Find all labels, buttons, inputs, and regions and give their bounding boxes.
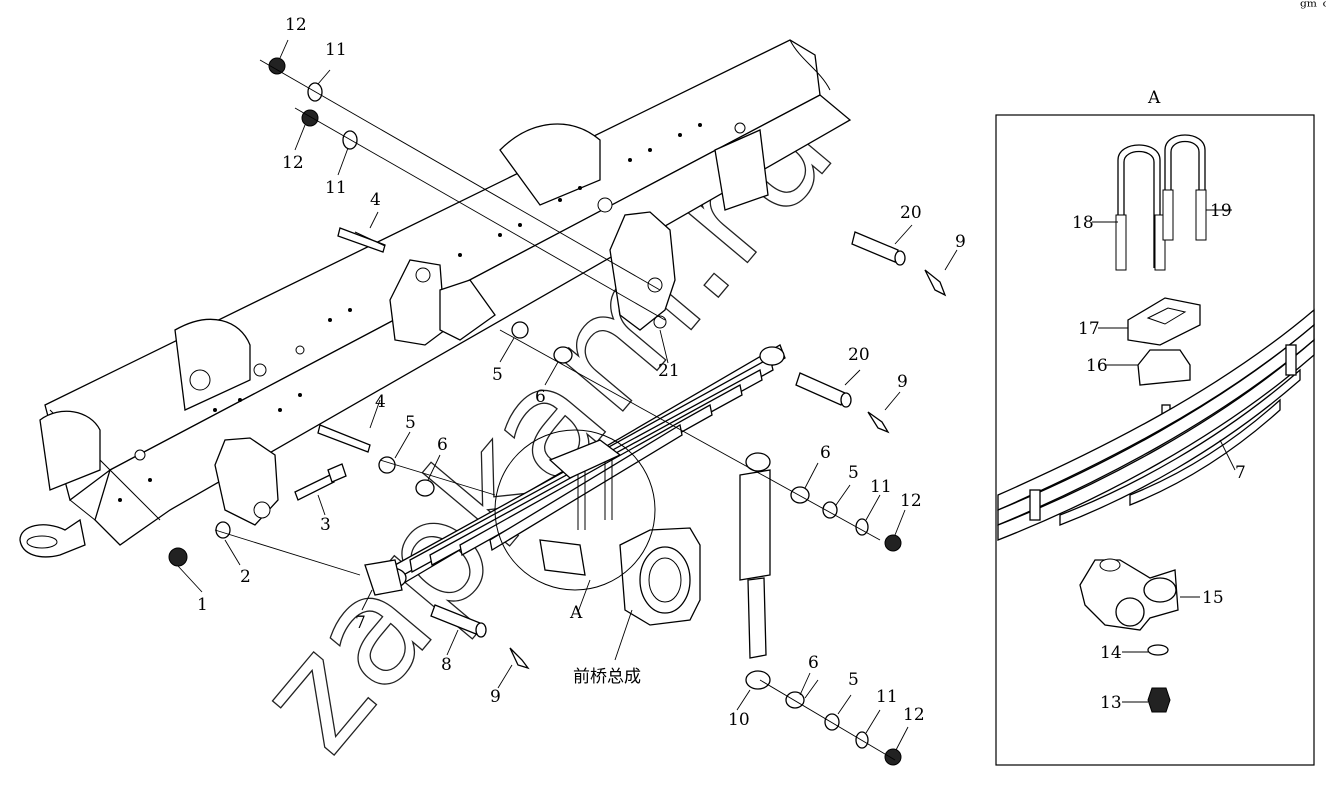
pin-8 [430, 604, 487, 638]
pin-20-lower [795, 372, 852, 408]
callout-11: 11 [876, 687, 898, 707]
detail-label-7: 7 [1235, 463, 1246, 483]
detail-title: A [1147, 88, 1161, 108]
pin-20-upper [851, 231, 906, 266]
detail-saddle [1127, 297, 1201, 346]
bolt-pin-4-upper [337, 227, 386, 253]
callout-8: 8 [441, 655, 452, 675]
callout-11: 11 [870, 477, 892, 497]
shackle-bracket [609, 129, 769, 331]
callout-5: 5 [405, 413, 416, 433]
detail-leaf-spring [997, 308, 1315, 541]
detail-circle [494, 429, 656, 591]
callout-3: 3 [320, 515, 331, 535]
detail-pad [1137, 349, 1191, 386]
callout-5: 5 [492, 365, 503, 385]
callout-11: 11 [325, 178, 347, 198]
detail-label-13: 13 [1100, 693, 1122, 713]
callout-6: 6 [535, 387, 546, 407]
detail-label-17: 17 [1078, 319, 1100, 339]
callout-12: 12 [900, 491, 922, 511]
detail-washer [1147, 644, 1169, 656]
corner-mark: ᵍᵐ ᵒᵒᵒ [1300, 0, 1326, 17]
u-bolts [548, 439, 622, 530]
grease-fittings [509, 269, 947, 670]
detail-clamp [1079, 558, 1179, 631]
detail-label-14: 14 [1100, 643, 1122, 663]
front-axle-hub [539, 527, 701, 626]
callout-6: 6 [437, 435, 448, 455]
detail-label-19: 19 [1210, 201, 1232, 221]
callout-20: 20 [900, 203, 922, 223]
callout-4: 4 [375, 392, 386, 412]
callout-12: 12 [282, 153, 304, 173]
callout-4: 4 [370, 190, 381, 210]
callout-6: 6 [820, 443, 831, 463]
callout-9: 9 [897, 372, 908, 392]
detail-label-15: 15 [1202, 588, 1224, 608]
rear-hanger-bracket [214, 437, 279, 526]
bolt-3 [294, 463, 347, 501]
detail-label-18: 18 [1072, 213, 1094, 233]
callout-5: 5 [848, 463, 859, 483]
callout-9: 9 [490, 687, 501, 707]
detail-label-16: 16 [1086, 356, 1108, 376]
callout-12: 12 [903, 705, 925, 725]
callout-labels: 12 11 12 11 4 20 9 5 6 21 20 9 4 5 6 6 5… [197, 15, 966, 730]
callout-2: 2 [240, 567, 251, 587]
front-hanger-bracket [389, 259, 496, 346]
detail-view-a: A [995, 88, 1315, 766]
callout-12: 12 [285, 15, 307, 35]
callout-10: 10 [728, 710, 750, 730]
callout-6: 6 [808, 653, 819, 673]
callout-11: 11 [325, 40, 347, 60]
shock-absorber [739, 452, 771, 690]
front-axle-label: 前桥总成 [573, 667, 641, 687]
callout-A: A [569, 603, 583, 623]
callout-9: 9 [955, 232, 966, 252]
callout-7: 7 [355, 613, 366, 633]
callout-1: 1 [197, 595, 208, 615]
detail-u-bolts [1115, 134, 1207, 271]
bolt-pin-4-lower [317, 424, 371, 453]
detail-nut [1147, 687, 1171, 713]
callout-21: 21 [658, 361, 680, 381]
callout-5: 5 [848, 670, 859, 690]
callout-20: 20 [848, 345, 870, 365]
